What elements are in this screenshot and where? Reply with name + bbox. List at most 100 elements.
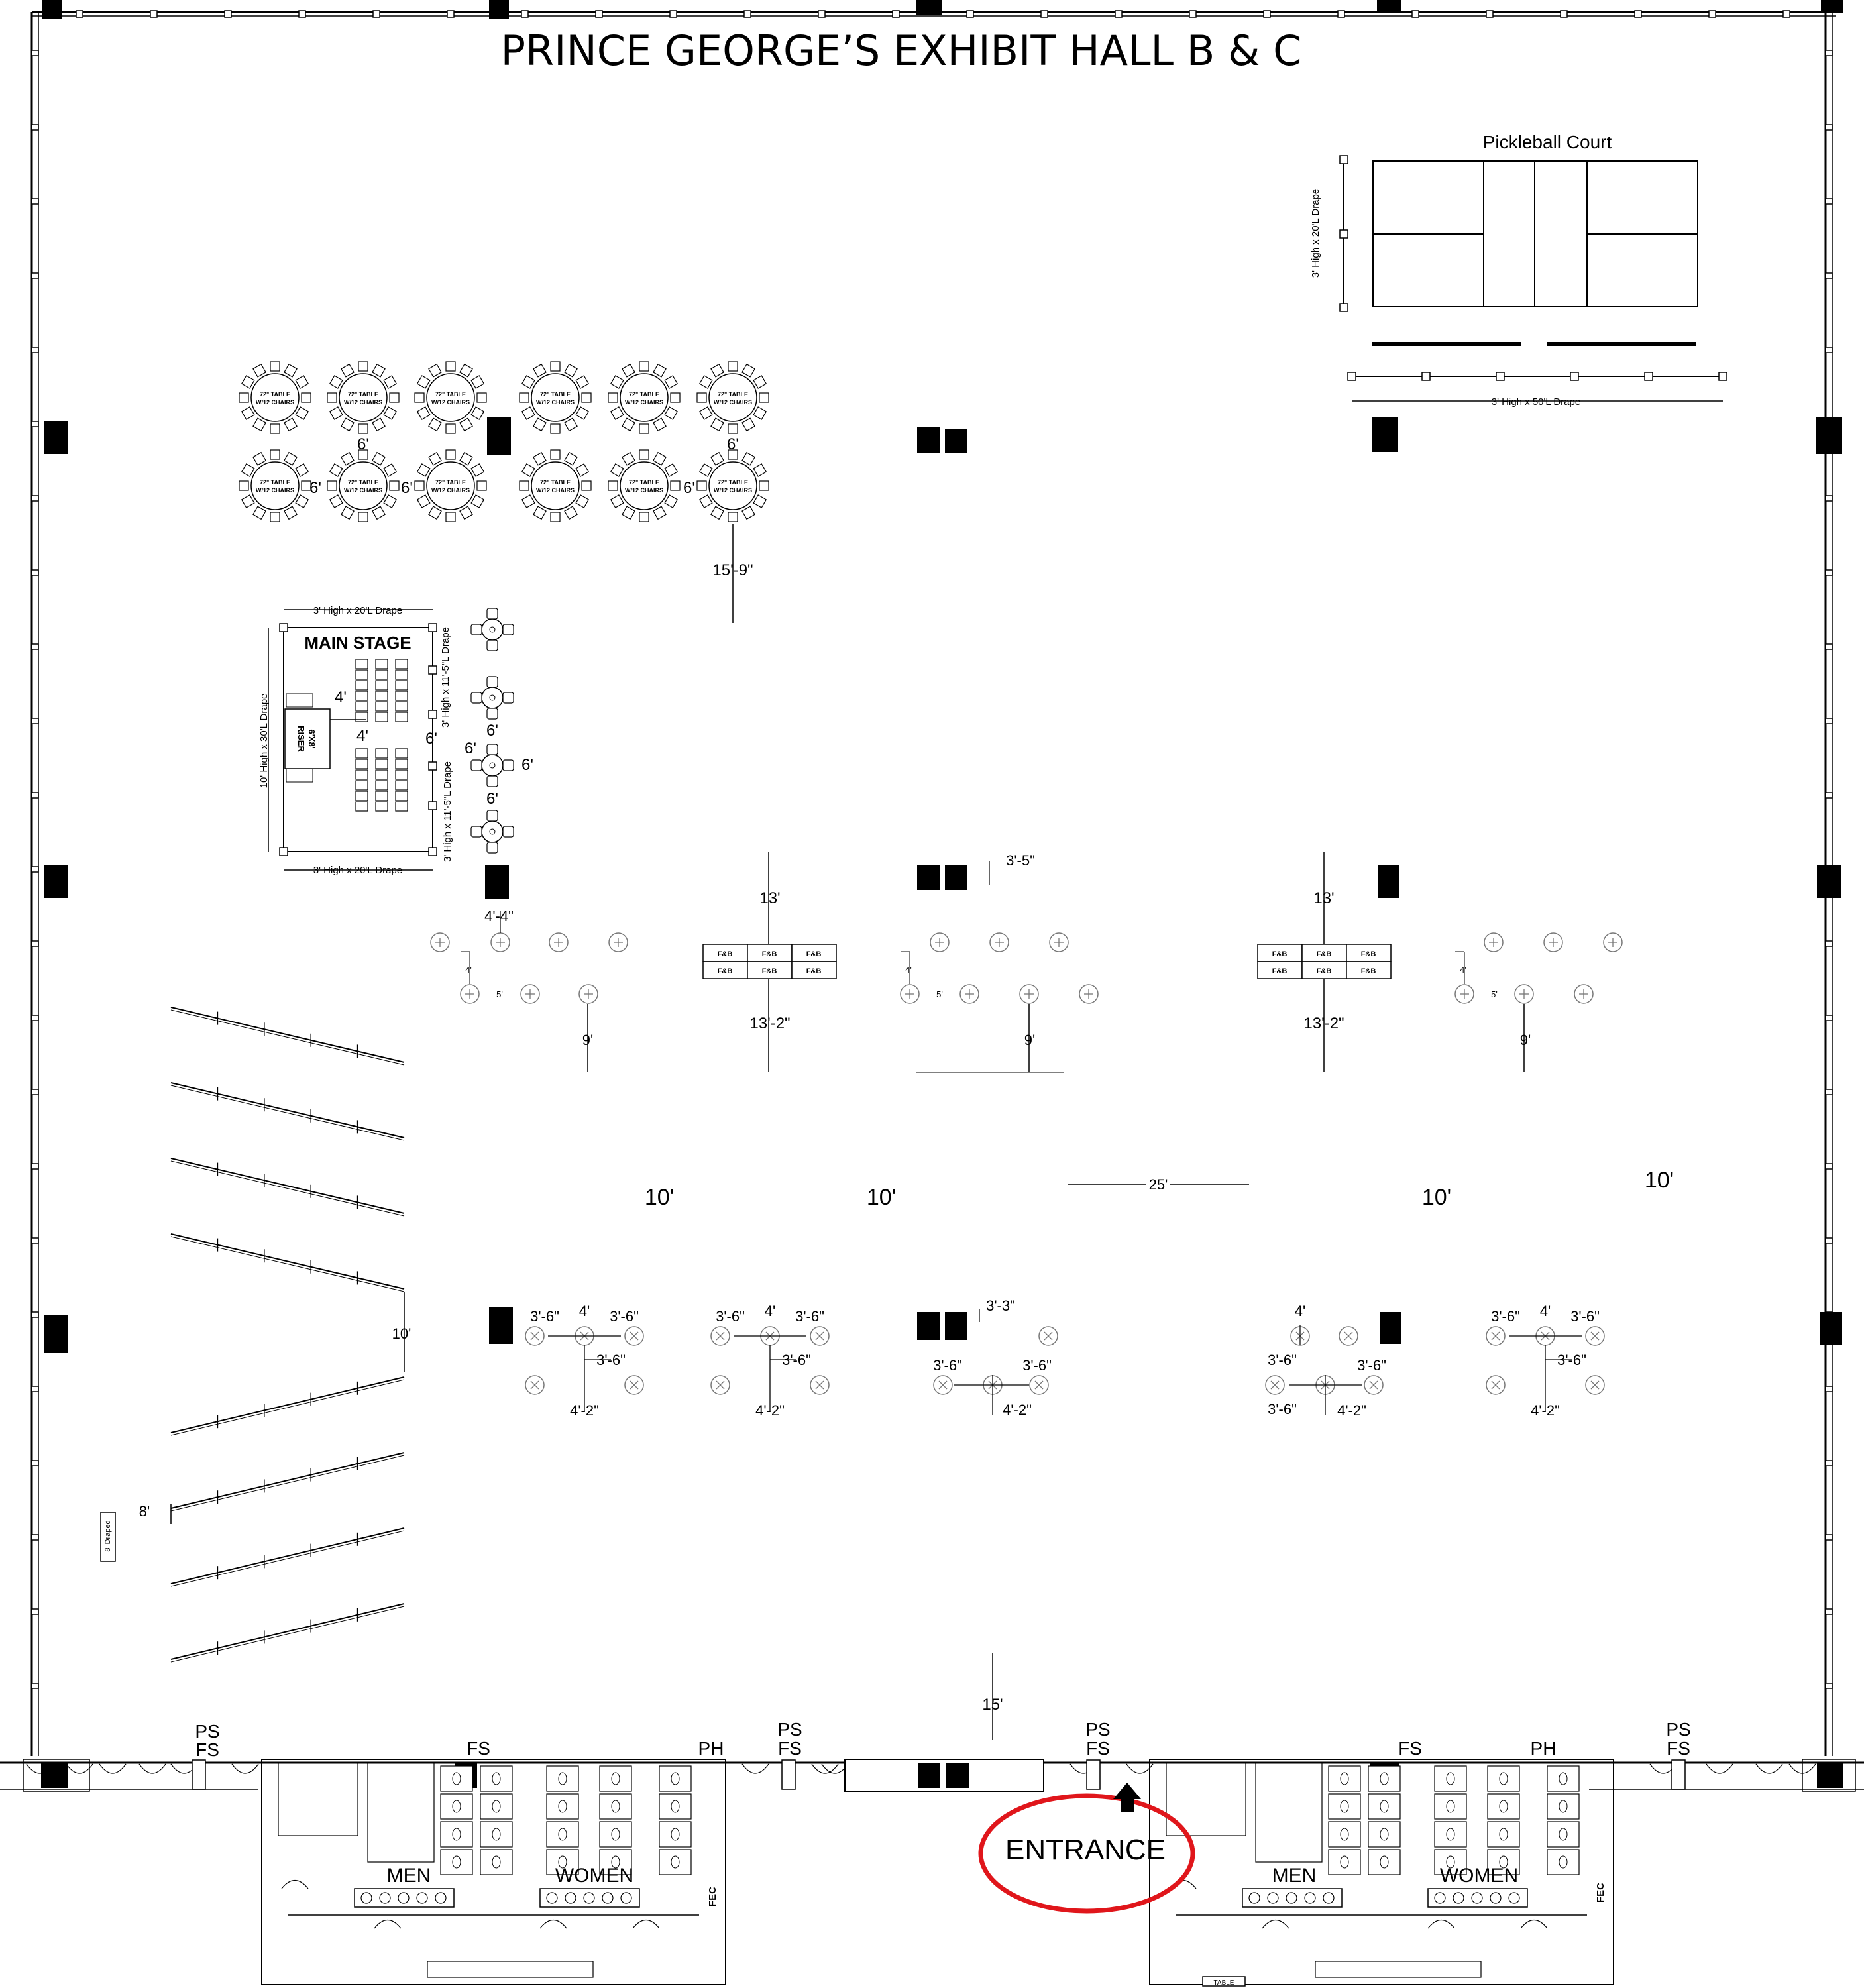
sink (1248, 1892, 1260, 1904)
dim-label: 3'-6" (716, 1308, 745, 1325)
entrance-marker[interactable]: ENTRANCE (978, 1783, 1195, 1914)
wall-post (1825, 792, 1833, 799)
chair (341, 417, 355, 432)
hall-title: PRINCE GEORGE’S EXHIBIT HALL B & C (501, 27, 1302, 75)
stall (440, 1793, 473, 1820)
dim-label: 3'-6" (795, 1308, 824, 1325)
chair (575, 375, 590, 389)
riser-size: 6'X8' (307, 729, 317, 748)
chair (710, 451, 724, 466)
chair (383, 406, 398, 420)
chair (389, 480, 400, 491)
fs-label: FS (1086, 1738, 1110, 1759)
ps-label: PS (1666, 1719, 1690, 1740)
drape-post (76, 10, 83, 18)
aisle-dim: 8' (139, 1503, 150, 1519)
chair (653, 506, 667, 520)
highboy-table (930, 932, 950, 952)
seating-row (170, 1007, 405, 1066)
stage-seat (355, 748, 368, 759)
wall-post (1825, 1015, 1833, 1021)
chair (486, 842, 498, 854)
chair (241, 494, 255, 508)
stall (1547, 1849, 1580, 1875)
chair (270, 423, 280, 434)
dim-label: 4' (905, 965, 912, 975)
column (917, 865, 940, 890)
dim-label: 4'-2" (570, 1402, 599, 1419)
toilet (1499, 1855, 1508, 1869)
stall (546, 1849, 579, 1875)
column (1817, 1763, 1843, 1788)
fs-label: FS (1667, 1738, 1690, 1759)
wall-post (1825, 718, 1833, 724)
chair (696, 392, 707, 403)
drape-post (1782, 10, 1790, 18)
toilet (671, 1772, 680, 1785)
chair (416, 406, 431, 420)
stage-seat (375, 659, 388, 669)
chair (486, 708, 498, 720)
stall (480, 1793, 513, 1820)
chair (416, 375, 431, 389)
chair (358, 449, 368, 460)
bottom-wall (0, 1759, 1864, 1792)
toilet (1446, 1855, 1455, 1869)
sink (1267, 1892, 1279, 1904)
drape-post (595, 10, 603, 18)
column (946, 1763, 969, 1788)
stall (599, 1765, 632, 1792)
chair (741, 417, 755, 432)
stage-seat (375, 712, 388, 722)
drape-post (1486, 10, 1494, 18)
dim-label: 3'-6" (782, 1352, 811, 1368)
highboy-table (1265, 1375, 1285, 1395)
wall-post (1825, 1683, 1833, 1689)
toilet (1340, 1855, 1349, 1869)
wall-post (31, 866, 39, 873)
fs-label: FS (466, 1738, 490, 1759)
fs-label: FS (195, 1740, 219, 1760)
door-swing (281, 1879, 309, 1889)
dim-label: 4' (1460, 965, 1466, 975)
chair (470, 826, 482, 838)
wall-post (31, 718, 39, 724)
chair (533, 451, 547, 466)
dim-label: 4'-2" (1003, 1402, 1032, 1418)
table-label: 72" TABLE (260, 479, 290, 486)
highboy-table (490, 932, 510, 952)
chair (610, 406, 624, 420)
highboy-table (1514, 984, 1534, 1004)
chair (564, 417, 578, 432)
chair (486, 608, 498, 620)
toilet (492, 1828, 501, 1841)
chair (241, 375, 255, 389)
booth (1802, 1759, 1856, 1792)
chair (295, 375, 309, 389)
column (41, 1763, 68, 1788)
stage-seat (375, 748, 388, 759)
sink (416, 1892, 428, 1904)
chair (610, 494, 624, 508)
stage-seat (355, 659, 368, 669)
chair (698, 406, 713, 420)
stall (1547, 1821, 1580, 1848)
toilet (611, 1855, 620, 1869)
column (1377, 0, 1401, 13)
stage-drape-top-label: 3' High x 20'L Drape (313, 605, 402, 616)
stall (599, 1849, 632, 1875)
aisle-dim: 10' (392, 1325, 411, 1342)
dim-label: 3'-6" (1268, 1352, 1297, 1368)
toilet (1559, 1772, 1568, 1785)
chair (329, 375, 343, 389)
column (916, 0, 942, 15)
chair (486, 744, 498, 755)
women-label: WOMEN (555, 1865, 633, 1887)
stage-seat (395, 748, 408, 759)
fs-label: FS (778, 1738, 802, 1759)
table-label: W/12 CHAIRS (714, 399, 752, 406)
stall (1368, 1793, 1401, 1820)
dim-label: 9' (1520, 1032, 1531, 1048)
chair (476, 480, 487, 491)
toilet (492, 1855, 501, 1869)
